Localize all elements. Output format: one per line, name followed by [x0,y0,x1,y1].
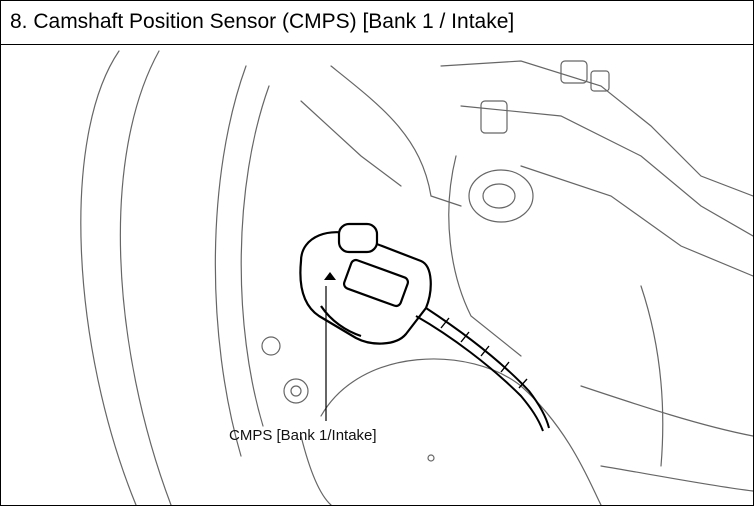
cam-cover-circle [320,358,602,505]
fender-arc-inner [119,50,172,505]
diagram-title: 8. Camshaft Position Sensor (CMPS) [Bank… [10,10,515,33]
bolt-1-inner [290,385,302,397]
mount-bracket [448,155,522,357]
wire-harness [415,307,550,432]
connector-arrow-mark [324,272,336,280]
fender-arc-outer [80,50,137,505]
cmps-callout-label: CMPS [Bank 1/Intake] [229,427,377,444]
bolt-3 [427,454,435,462]
left-panel-curve [214,65,247,457]
top-fitting-3 [480,100,508,134]
upper-beam [330,65,462,207]
right-lower-panel-2 [600,465,753,492]
top-fitting-1 [560,60,588,84]
left-panel-curve-2 [240,85,270,427]
right-lower-panel [580,385,753,437]
bolt-boss-inner [482,183,516,209]
upper-right-housing [440,60,753,197]
top-fitting-2 [590,70,610,92]
title-bar: 8. Camshaft Position Sensor (CMPS) [Bank… [1,1,753,45]
upper-beam-2 [300,100,402,187]
cam-cover-edge [300,435,332,505]
engine-illustration [80,50,753,505]
bolt-2 [261,336,281,356]
bolt-1 [283,378,309,404]
cmps-connector [299,222,432,345]
right-bracket [520,165,753,277]
bolt-boss [468,169,534,223]
right-vertical [640,285,664,467]
upper-right-housing-2 [460,105,753,237]
